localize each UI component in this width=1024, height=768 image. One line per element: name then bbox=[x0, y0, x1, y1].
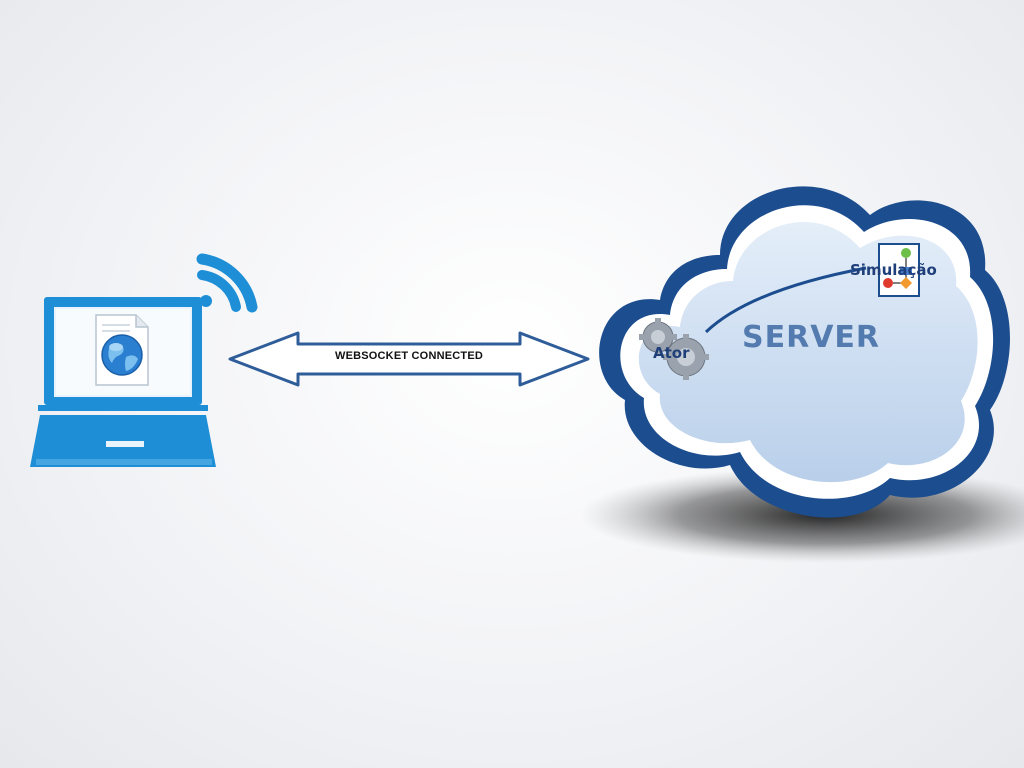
laptop-icon bbox=[30, 253, 258, 467]
double-arrow-icon bbox=[228, 331, 590, 387]
web-page-globe-icon bbox=[95, 314, 149, 386]
server-label: SERVER bbox=[742, 320, 881, 355]
simulation-label: Simulação bbox=[850, 261, 937, 279]
gears-icon bbox=[639, 318, 709, 380]
actor-label: Ator bbox=[653, 344, 690, 362]
wifi-signal-icon bbox=[196, 253, 258, 313]
flowchart-icon bbox=[878, 243, 920, 297]
actor-simulation-connector bbox=[704, 266, 867, 334]
connection-label: WEBSOCKET CONNECTED bbox=[334, 350, 484, 362]
